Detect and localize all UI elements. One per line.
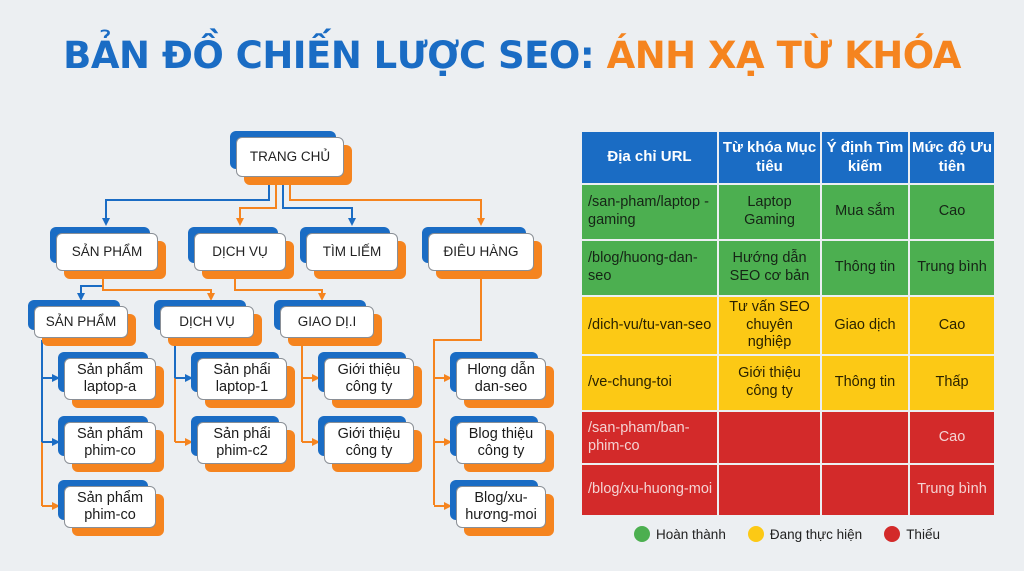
cell-url: /ve-chung-toi xyxy=(580,354,719,413)
legend-label: Hoàn thành xyxy=(656,526,726,542)
tree-node-root[interactable]: TRANG CHỦ xyxy=(230,131,352,185)
cell-priority: Trung bình xyxy=(908,239,996,297)
table-row: /blog/xu-huong-moi Trung bình xyxy=(580,463,996,518)
cell-url: /dich-vu/tu-van-seo xyxy=(580,294,719,357)
tree-leaf[interactable]: Sản phẩm phim-co xyxy=(58,416,164,472)
cell-intent: Thông tin xyxy=(820,354,910,413)
header-priority: Mức độ Ưu tiên xyxy=(908,130,996,185)
node-label: Hlơng dẫn dan-seo xyxy=(467,361,535,395)
node-label: DỊCH VỤ xyxy=(212,243,268,259)
cell-priority: Thấp xyxy=(908,354,996,413)
legend-item-complete: Hoàn thành xyxy=(634,526,726,542)
yellow-dot-icon xyxy=(747,526,764,542)
tree-node-dich-vu-sub[interactable]: DỊCH VỤ xyxy=(154,300,262,346)
table-row: /san-pham/laptop -gaming Laptop Gaming M… xyxy=(580,183,996,241)
node-label: Sản phẩi laptop-1 xyxy=(213,361,271,395)
cell-keyword xyxy=(717,463,822,518)
cell-intent xyxy=(820,463,910,518)
title-part-1: BẢN ĐỒ CHIẾN LƯỢC SEO: xyxy=(63,34,595,77)
legend-label: Thiếu xyxy=(906,526,940,542)
cell-intent xyxy=(820,410,910,466)
cell-priority: Trung bình xyxy=(908,463,996,518)
keyword-mapping-table: Địa chỉ URL Từ khóa Mục tiêu Ý định Tìm … xyxy=(580,130,996,518)
legend-item-in-progress: Đang thực hiện xyxy=(747,526,863,542)
tree-leaf[interactable]: Blog/xu-hương-moi xyxy=(450,480,554,536)
cell-keyword: Laptop Gaming xyxy=(717,183,822,241)
cell-priority: Cao xyxy=(908,183,996,241)
tree-leaf[interactable]: Sản phẩm laptop-a xyxy=(58,352,164,408)
tree-leaf[interactable]: Blog thiệu công ty xyxy=(450,416,554,472)
table-row: /blog/huong-dan-seo Hướng dẫn SEO cơ bản… xyxy=(580,239,996,297)
tree-node-dich-vu[interactable]: DỊCH VỤ xyxy=(188,227,294,279)
node-label: Sản phẩm phim-co xyxy=(76,425,144,459)
tree-node-san-pham-sub[interactable]: SẢN PHẨM xyxy=(28,300,136,346)
cell-keyword: Giới thiệu công ty xyxy=(717,354,822,413)
cell-priority: Cao xyxy=(908,410,996,466)
node-label: Giới thiệu công ty xyxy=(337,361,401,395)
tree-leaf[interactable]: Giới thiệu công ty xyxy=(318,416,422,472)
node-label: SẢN PHẨM xyxy=(45,313,117,329)
table-row: /san-pham/ban-phim-co Cao xyxy=(580,410,996,466)
node-label: Blog/xu-hương-moi xyxy=(465,489,537,523)
cell-url: /blog/xu-huong-moi xyxy=(580,463,719,518)
cell-url: /blog/huong-dan-seo xyxy=(580,239,719,297)
tree-leaf[interactable]: Sản phẩm phim-co xyxy=(58,480,164,536)
table-row: /ve-chung-toi Giới thiệu công ty Thông t… xyxy=(580,354,996,413)
table-header-row: Địa chỉ URL Từ khóa Mục tiêu Ý định Tìm … xyxy=(580,130,996,185)
title-part-2: ÁNH XẠ TỪ KHÓA xyxy=(606,34,962,77)
tree-node-dieu-hang[interactable]: ĐIÊU HÀNG xyxy=(422,227,542,279)
cell-keyword: Hướng dẫn SEO cơ bản xyxy=(717,239,822,297)
header-keyword: Từ khóa Mục tiêu xyxy=(717,130,822,185)
cell-url: /san-pham/ban-phim-co xyxy=(580,410,719,466)
table-row: /dich-vu/tu-van-seo Tư vấn SEO chuyên ng… xyxy=(580,294,996,357)
header-url: Địa chỉ URL xyxy=(580,130,719,185)
node-label: TÌM LIẾM xyxy=(322,243,382,259)
cell-url: /san-pham/laptop -gaming xyxy=(580,183,719,241)
node-label: ĐIÊU HÀNG xyxy=(443,243,519,259)
tree-node-giao-dich[interactable]: GIAO DỊ.I xyxy=(274,300,382,346)
status-legend: Hoàn thành Đang thực hiện Thiếu xyxy=(580,526,994,542)
node-label: Sản phẩm phim-co xyxy=(76,489,144,523)
node-label: Giới thiệu công ty xyxy=(337,425,401,459)
cell-intent: Thông tin xyxy=(820,239,910,297)
legend-item-missing: Thiếu xyxy=(884,526,940,542)
node-label: Sản phẩm laptop-a xyxy=(76,361,144,395)
node-label: TRANG CHỦ xyxy=(249,148,331,164)
node-label: Sản phẩi phim-c2 xyxy=(213,425,271,459)
cell-priority: Cao xyxy=(908,294,996,357)
page-title: BẢN ĐỒ CHIẾN LƯỢC SEO: ÁNH XẠ TỪ KHÓA xyxy=(0,34,1024,77)
tree-node-san-pham[interactable]: SẢN PHẨM xyxy=(50,227,166,279)
node-label: GIAO DỊ.I xyxy=(297,313,357,329)
green-dot-icon xyxy=(634,526,651,542)
tree-node-tim-liem[interactable]: TÌM LIẾM xyxy=(300,227,406,279)
tree-leaf[interactable]: Giới thiệu công ty xyxy=(318,352,422,408)
node-label: DỊCH VỤ xyxy=(179,313,235,329)
tree-leaf[interactable]: Hlơng dẫn dan-seo xyxy=(450,352,554,408)
header-intent: Ý định Tìm kiếm xyxy=(820,130,910,185)
cell-keyword xyxy=(717,410,822,466)
tree-leaf[interactable]: Sản phẩi laptop-1 xyxy=(191,352,295,408)
legend-label: Đang thực hiện xyxy=(769,526,863,542)
cell-intent: Giao dịch xyxy=(820,294,910,357)
tree-leaf[interactable]: Sản phẩi phim-c2 xyxy=(191,416,295,472)
node-label: Blog thiệu công ty xyxy=(468,425,534,459)
cell-intent: Mua sắm xyxy=(820,183,910,241)
cell-keyword: Tư vấn SEO chuyên nghiệp xyxy=(717,294,822,357)
node-label: SẢN PHẨM xyxy=(71,243,143,259)
red-dot-icon xyxy=(884,526,901,542)
